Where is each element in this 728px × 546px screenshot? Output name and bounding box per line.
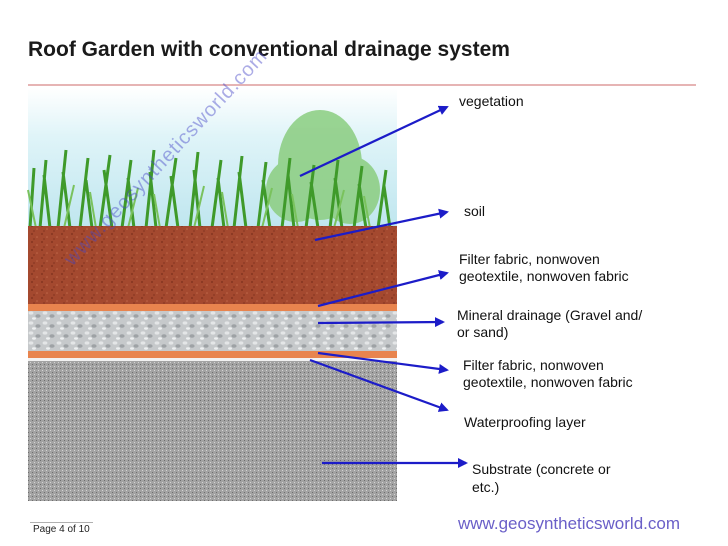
arrow-mineral-drainage <box>317 317 445 328</box>
filter-fabric-top <box>28 304 397 311</box>
label-filter-fabric-2-line2: geotextile, nonwoven fabric <box>463 374 633 390</box>
label-soil: soil <box>464 203 486 219</box>
label-mineral-drainage-line2: or sand) <box>457 324 509 340</box>
label-vegetation: vegetation <box>459 93 524 109</box>
page-number: Page 4 of 10 <box>30 522 93 536</box>
label-filter-fabric-1-line2: geotextile, nonwoven fabric <box>459 268 629 284</box>
label-substrate-line2: etc.) <box>472 479 500 495</box>
waterproofing-line <box>28 358 397 361</box>
label-waterproofing: Waterproofing layer <box>464 414 586 430</box>
arrow-filter-fabric-top <box>317 270 449 308</box>
arrow-soil <box>314 208 449 242</box>
label-filter-fabric-1-line1: Filter fabric, nonwoven <box>459 251 600 267</box>
gravel-drainage-layer <box>28 311 397 351</box>
title-divider <box>28 84 696 86</box>
label-filter-fabric-2-line1: Filter fabric, nonwoven <box>463 357 604 373</box>
filter-fabric-bottom <box>28 351 397 358</box>
label-mineral-drainage-line1: Mineral drainage (Gravel and/ <box>457 307 643 323</box>
soil-layer <box>28 226 397 304</box>
pointer-arrows <box>299 105 468 468</box>
grass-vegetation <box>28 149 392 229</box>
arrow-waterproofing <box>309 358 449 412</box>
substrate-layer <box>28 361 397 501</box>
arrow-vegetation <box>299 105 449 177</box>
grass-highlights <box>27 184 371 229</box>
footer: Page 4 of 10 www.geosyntheticsworld.com <box>0 514 728 546</box>
label-substrate-line1: Substrate (concrete or <box>472 461 611 477</box>
arrow-filter-fabric-bottom <box>317 351 449 374</box>
footer-website-link[interactable]: www.geosyntheticsworld.com <box>453 514 684 534</box>
page-title: Roof Garden with conventional drainage s… <box>28 38 510 61</box>
